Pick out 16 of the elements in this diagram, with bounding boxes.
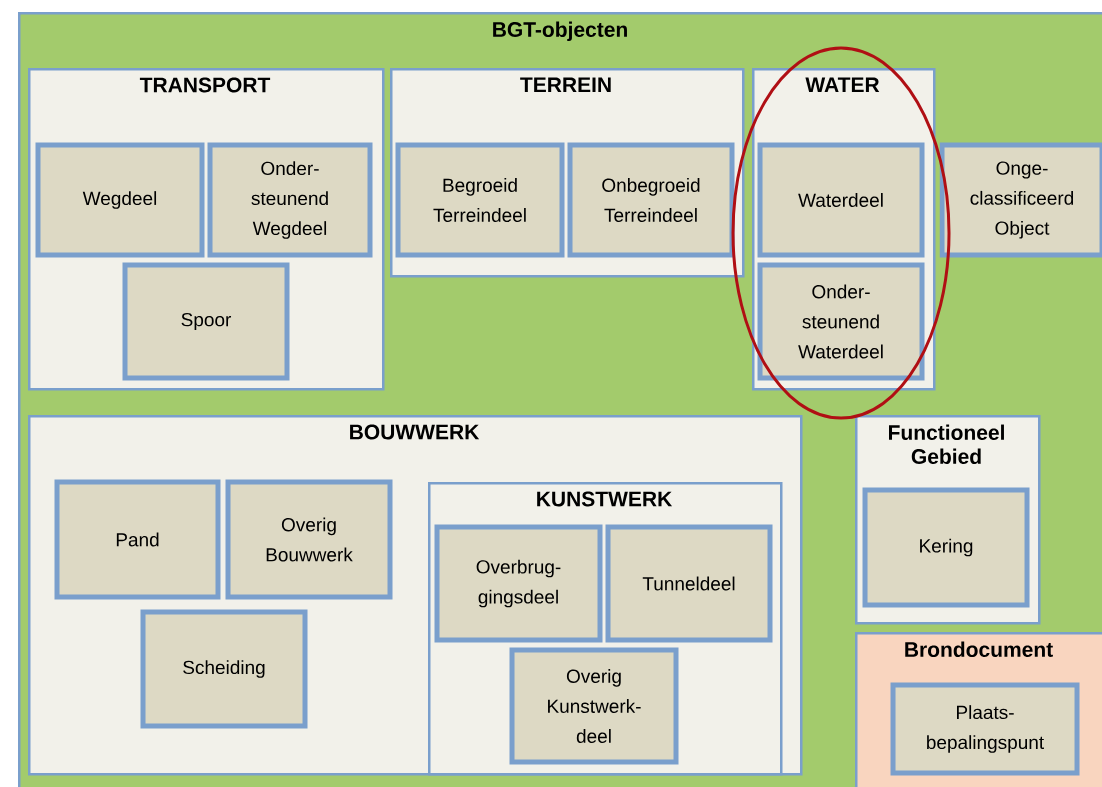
item-box: Scheiding	[140, 609, 308, 729]
item-box: Waterdeel	[757, 142, 925, 258]
item-box: Onge- classificeerd Object	[939, 142, 1102, 258]
item-box: Tunneldeel	[605, 524, 773, 643]
item-box: Plaats- bepalingspunt	[890, 682, 1080, 776]
item-box: Onder- steunend Wegdeel	[207, 142, 373, 258]
item-box: Overig Kunstwerk- deel	[509, 647, 679, 765]
item-box: Onbegroeid Terreindeel	[567, 142, 735, 258]
item-box: Spoor	[122, 262, 290, 381]
item-box: Overig Bouwwerk	[225, 479, 393, 600]
item-box: Overbrug- gingsdeel	[434, 524, 603, 643]
item-box: Begroeid Terreindeel	[395, 142, 565, 258]
item-box: Wegdeel	[35, 142, 205, 258]
item-box: Kering	[862, 487, 1030, 608]
item-box: Pand	[54, 479, 221, 600]
item-box: Onder- steunend Waterdeel	[757, 262, 925, 381]
